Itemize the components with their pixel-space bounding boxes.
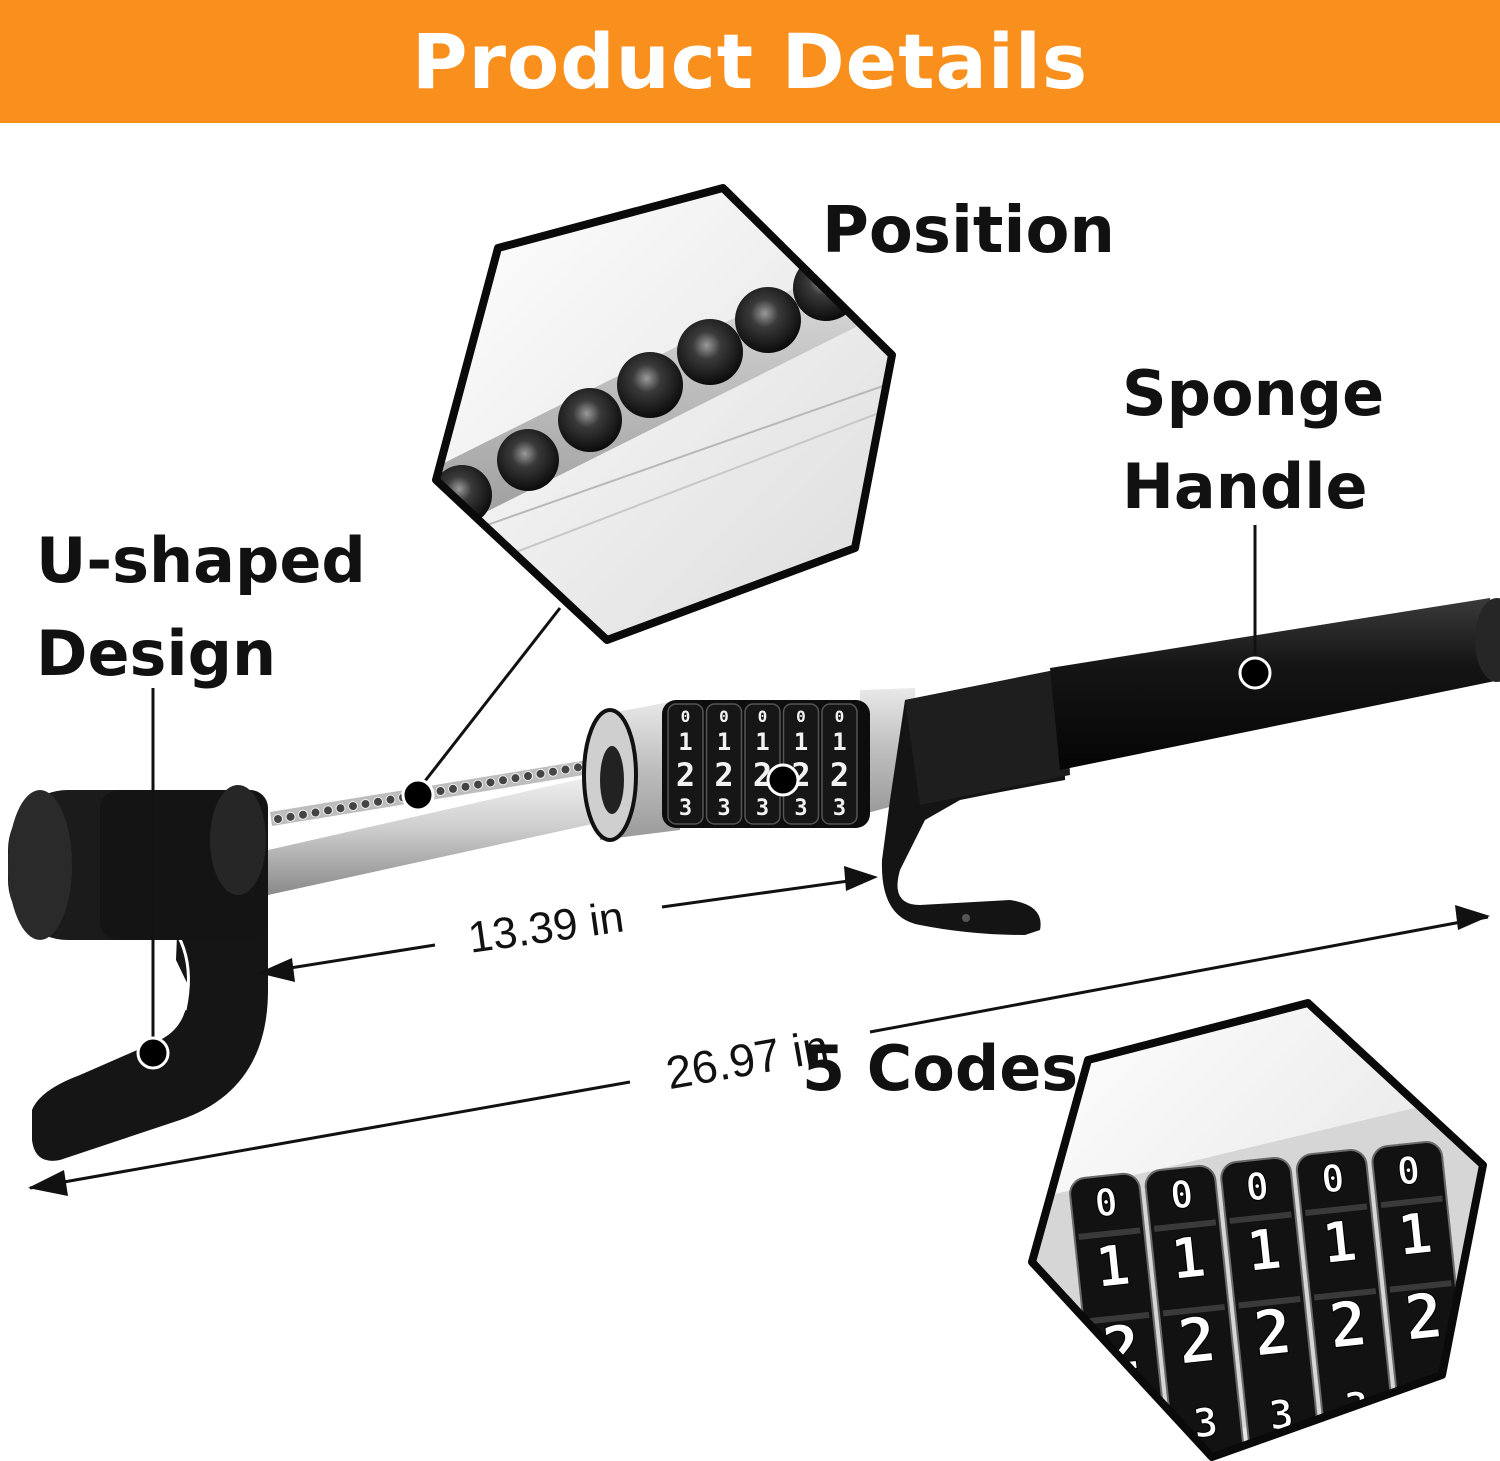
chain-balls <box>436 255 859 525</box>
chain-ball <box>323 805 333 816</box>
wheel-digit: 0 <box>758 707 768 726</box>
wheel-digit: 3 <box>717 796 730 821</box>
lock-housing <box>582 688 915 842</box>
chain-ball <box>485 777 496 788</box>
sponge-label-line2: Handle <box>1122 450 1368 523</box>
wheel-digit: 1 <box>717 728 731 756</box>
zoom-wheel-digit: 0 <box>1395 1148 1422 1194</box>
ushaped-callout-dot <box>136 1036 170 1070</box>
zoom-wheel-digit: 3 <box>1116 1407 1145 1455</box>
zoom-wheel-digit: 1 <box>1320 1209 1360 1277</box>
position-callout-dot <box>401 778 435 812</box>
wheel-digit: 2 <box>714 756 733 794</box>
wheel-digit: 1 <box>678 728 692 756</box>
sponge-handle <box>1050 598 1500 770</box>
code-wheel[interactable] <box>667 703 704 825</box>
sponge-callout-dot <box>1238 656 1272 690</box>
code-wheel[interactable] <box>705 703 743 825</box>
wheel-digit: 3 <box>679 796 692 821</box>
wheel-digit: 1 <box>794 728 808 756</box>
inner-length-label: 13.39 in <box>465 892 627 962</box>
chain-ball <box>560 764 571 775</box>
chain-ball <box>385 794 396 805</box>
chain-ball <box>310 807 321 818</box>
left-u-hook <box>8 785 268 1161</box>
dimension-inner: 13.39 in <box>258 866 878 982</box>
callout-leaders <box>136 525 1272 1070</box>
codes-callout-dot <box>766 763 800 797</box>
zoom-wheel-digit: 2 <box>1250 1294 1295 1371</box>
wheel-digit: 3 <box>756 796 769 821</box>
right-hook <box>881 668 1070 935</box>
zoom-wheel-digit: 1 <box>1093 1233 1133 1301</box>
sponge-label-line1: Sponge <box>1122 357 1384 430</box>
chain-ball <box>373 796 383 807</box>
wheel-digit: 0 <box>796 707 806 726</box>
wheel-digit: 3 <box>794 796 807 821</box>
code-wheel[interactable] <box>821 703 858 825</box>
chain-ball <box>298 809 308 820</box>
chain-ball <box>498 775 508 786</box>
chain-ball <box>335 803 346 814</box>
zoom-wheel-digit: 0 <box>1092 1180 1119 1226</box>
zoom-wheel-digit: 2 <box>1326 1286 1371 1363</box>
chain-ball <box>360 798 371 809</box>
chain-ball <box>460 781 471 792</box>
zoom-wheel-digit: 0 <box>1244 1164 1271 1210</box>
wheel-digit: 0 <box>835 707 845 726</box>
steel-shaft <box>268 758 620 895</box>
zoom-wheel-digit: 1 <box>1395 1201 1435 1269</box>
zoom-wheel-digit: 2 <box>1175 1302 1220 1379</box>
wheel-digit: 3 <box>833 796 846 821</box>
zoom-wheel-digit: 0 <box>1168 1172 1195 1218</box>
zoom-wheel-digit: 0 <box>1319 1156 1346 1202</box>
zoom-wheel-digit: 1 <box>1168 1225 1208 1293</box>
header-banner: Product Details <box>0 0 1500 123</box>
chain-ball <box>548 766 558 777</box>
position-zoom-inset <box>432 184 896 644</box>
zoom-code-wheel <box>1144 1164 1245 1457</box>
chain-ball <box>573 762 583 773</box>
chain-ball <box>273 814 283 824</box>
chain-ball <box>535 768 546 779</box>
zoom-wheel-digit: 1 <box>1244 1217 1284 1285</box>
zoom-code-wheel <box>1220 1156 1321 1457</box>
wheel-digit: 0 <box>681 707 691 726</box>
wheel-digit: 1 <box>832 728 846 756</box>
codes-label: 5 Codes <box>802 1032 1078 1105</box>
wheel-digit: 2 <box>676 756 695 794</box>
chain-ball <box>348 801 358 812</box>
wheel-digit: 2 <box>830 756 849 794</box>
chain-ball <box>523 771 533 781</box>
ushaped-label-line2: Design <box>36 617 276 690</box>
ushaped-label-line1: U-shaped <box>36 524 366 597</box>
chain-ball <box>510 773 521 784</box>
wheel-digit: 0 <box>719 707 729 726</box>
chain-ball <box>435 786 446 797</box>
wheel-digit: 1 <box>755 728 769 756</box>
position-label: Position <box>822 194 1115 268</box>
zoom-wheel-digit: 2 <box>1401 1278 1446 1355</box>
chain-ball <box>473 779 483 790</box>
chain-ball <box>448 783 458 794</box>
chain-ball <box>285 811 296 822</box>
page-title: Product Details <box>411 16 1089 106</box>
